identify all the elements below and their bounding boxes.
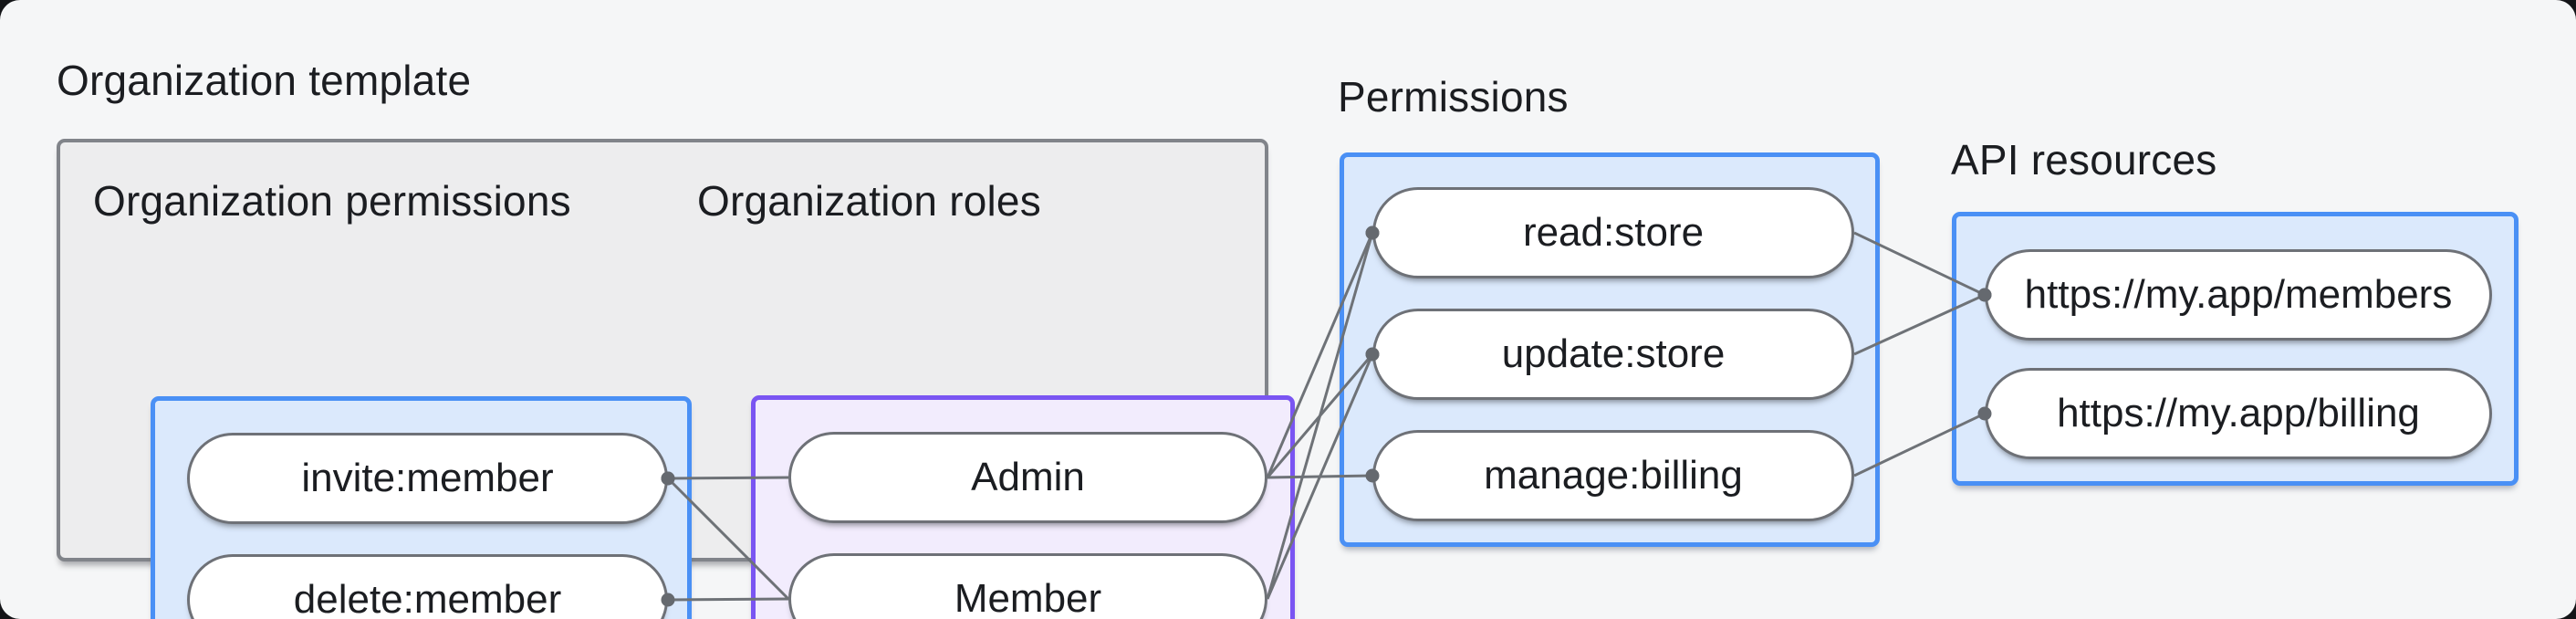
node-member-label: Member — [954, 576, 1102, 619]
node-members-api: https://my.app/members — [1985, 249, 2492, 341]
organization-roles-heading: Organization roles — [697, 177, 1041, 225]
organization-permissions-heading: Organization permissions — [93, 177, 571, 225]
api-resources-heading: API resources — [1951, 136, 2217, 184]
node-update-store-label: update:store — [1501, 331, 1726, 376]
node-delete-member: delete:member — [187, 554, 668, 619]
permissions-heading: Permissions — [1338, 73, 1569, 121]
permissions-box: read:store update:store manage:billing — [1340, 152, 1880, 547]
node-members-api-label: https://my.app/members — [2024, 272, 2453, 317]
node-manage-billing-label: manage:billing — [1484, 453, 1743, 498]
organization-template-box: Organization permissions Organization ro… — [57, 139, 1295, 619]
node-delete-member-label: delete:member — [293, 577, 562, 619]
node-invite-member: invite:member — [187, 433, 668, 524]
organization-permissions-box: invite:member delete:member — [151, 396, 692, 619]
node-billing-api: https://my.app/billing — [1985, 368, 2492, 459]
node-billing-api-label: https://my.app/billing — [2057, 391, 2420, 435]
organization-template-title: Organization template — [57, 57, 472, 104]
node-update-store: update:store — [1372, 309, 1854, 400]
api-resources-box: https://my.app/members https://my.app/bi… — [1952, 212, 2519, 486]
node-invite-member-label: invite:member — [301, 456, 554, 500]
node-manage-billing: manage:billing — [1372, 430, 1854, 521]
node-read-store: read:store — [1372, 187, 1854, 278]
node-admin-label: Admin — [971, 455, 1085, 499]
organization-roles-box: Admin Member — [751, 395, 1295, 619]
node-read-store-label: read:store — [1522, 210, 1705, 255]
node-member: Member — [788, 553, 1267, 619]
node-admin: Admin — [788, 432, 1267, 523]
